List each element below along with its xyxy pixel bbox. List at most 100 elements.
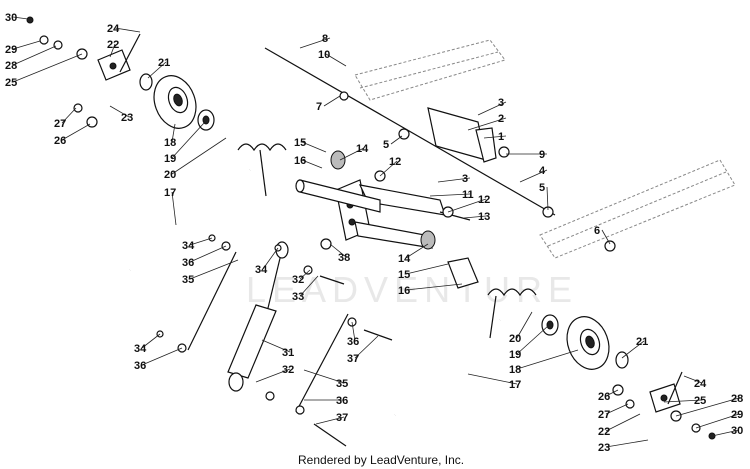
callout-leader-25	[663, 399, 703, 403]
callout-number-18: 18	[164, 137, 176, 149]
callout-leader-19	[171, 122, 205, 159]
callout-leader-10	[325, 53, 347, 67]
callout-leader-7	[323, 95, 341, 107]
callout-number-28: 28	[731, 393, 743, 405]
callout-number-22: 22	[598, 426, 610, 438]
callout-number-25: 25	[5, 77, 17, 89]
callout-number-34: 34	[134, 343, 147, 355]
callout-number-17: 17	[509, 379, 521, 391]
callout-number-28: 28	[5, 60, 17, 72]
callout-number-4: 4	[539, 165, 546, 177]
callout-leader-26	[605, 389, 619, 397]
callout-leader-17	[467, 373, 518, 385]
callout-number-18: 18	[509, 364, 521, 376]
callout-leader-30	[12, 16, 29, 20]
callout-leader-3	[477, 101, 507, 116]
callout-leader-28	[675, 397, 740, 417]
callout-leader-21	[147, 61, 167, 79]
callout-leader-20	[516, 311, 533, 339]
callout-leader-35	[189, 259, 239, 280]
callout-number-21: 21	[158, 57, 170, 69]
callout-leader-28	[12, 45, 57, 66]
callout-leader-20	[171, 137, 227, 175]
rear-spring-rod-right	[393, 318, 502, 417]
callout-number-16: 16	[398, 285, 410, 297]
callout-number-2: 2	[498, 113, 504, 125]
callout-leader-2	[467, 117, 507, 131]
callout-number-31: 31	[282, 347, 294, 359]
hardware	[26, 16, 716, 447]
callout-number-35: 35	[336, 378, 348, 390]
callout-number-27: 27	[54, 118, 66, 130]
callout-leader-32	[255, 368, 291, 383]
callout-leader-36	[351, 321, 356, 342]
callout-number-6: 6	[594, 225, 600, 237]
bushing-14-upper	[330, 150, 346, 170]
callout-number-35: 35	[182, 274, 194, 286]
callout-number-37: 37	[336, 412, 348, 424]
callout-number-37: 37	[347, 353, 359, 365]
rear-spring-rod-left	[129, 168, 251, 272]
callout-leader-15	[301, 141, 327, 153]
callout-leader-23	[605, 439, 649, 448]
callout-number-15: 15	[294, 137, 306, 149]
callout-number-9: 9	[539, 149, 545, 161]
callout-leader-38	[329, 243, 347, 258]
upper-cross-shaft	[264, 47, 556, 216]
callout-number-23: 23	[598, 442, 610, 454]
callout-number-10: 10	[318, 49, 330, 61]
credit-text: Rendered by LeadVenture, Inc.	[298, 453, 464, 467]
callout-number-11: 11	[462, 189, 474, 201]
callout-leader-12	[379, 160, 398, 177]
callout-number-7: 7	[316, 101, 322, 113]
right-idler-wheel	[566, 316, 610, 370]
upper-slide-rail	[354, 39, 506, 101]
callout-leader-16	[405, 283, 463, 291]
right-bolt-24	[667, 371, 683, 405]
callout-number-24: 24	[694, 378, 707, 390]
callout-leader-14	[405, 243, 429, 259]
callout-number-16: 16	[294, 155, 306, 167]
callout-number-20: 20	[164, 169, 176, 181]
left-bolt-24	[119, 33, 141, 73]
callout-leader-18	[516, 349, 579, 370]
callout-number-15: 15	[398, 269, 410, 281]
callout-number-36: 36	[182, 257, 194, 269]
tie-rod-right	[295, 313, 349, 413]
callout-leader-23	[109, 105, 130, 118]
callout-leader-32	[299, 269, 311, 280]
callout-leader-36	[189, 245, 227, 263]
callout-leader-22	[605, 413, 641, 432]
callout-leader-19	[516, 325, 549, 355]
callout-leader-27	[61, 107, 77, 124]
callout-leader-29	[12, 40, 41, 50]
callout-number-30: 30	[731, 425, 743, 437]
callout-leader-35	[303, 369, 345, 384]
callout-leader-37	[315, 416, 345, 425]
callout-leader-36	[141, 347, 183, 366]
callout-leader-25	[12, 53, 83, 83]
callout-number-36: 36	[336, 395, 348, 407]
callout-leader-13	[463, 215, 487, 219]
lower-slide-rail	[539, 159, 736, 259]
callout-number-5: 5	[383, 139, 389, 151]
callout-number-8: 8	[322, 33, 328, 45]
callout-leader-4	[519, 169, 548, 183]
callout-number-29: 29	[731, 409, 743, 421]
upper-bracket	[427, 107, 497, 163]
callout-leader-34	[189, 237, 213, 246]
right-axle-bracket	[649, 383, 681, 413]
right-bearing	[541, 314, 559, 336]
callout-leader-37	[354, 335, 379, 359]
callout-leader-26	[61, 123, 91, 141]
callout-number-26: 26	[54, 135, 66, 147]
callout-number-30: 30	[5, 12, 17, 24]
callout-number-17: 17	[164, 187, 176, 199]
callout-number-20: 20	[509, 333, 521, 345]
callout-leader-33	[299, 275, 319, 297]
callout-number-19: 19	[509, 349, 521, 361]
callout-leader-11	[429, 193, 471, 197]
callout-number-12: 12	[389, 156, 401, 168]
callout-number-19: 19	[164, 153, 176, 165]
